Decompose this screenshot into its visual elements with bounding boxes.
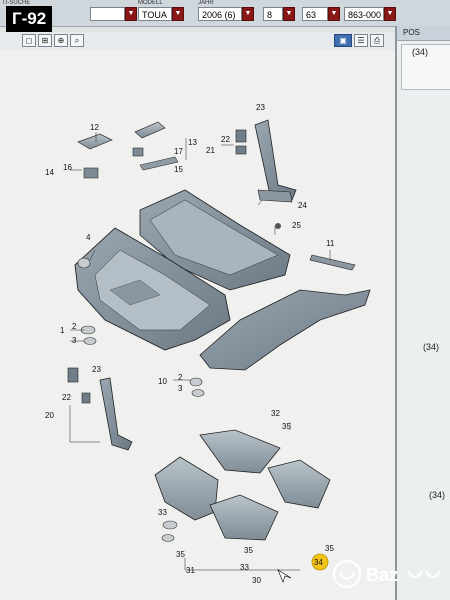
callout-34-highlight[interactable]: 34	[311, 553, 329, 571]
field-4-dropdown-button[interactable]: ▼	[328, 7, 340, 21]
callout-23-a: 23	[256, 103, 265, 112]
callout-20: 20	[45, 411, 54, 420]
listing-badge: Г-92	[6, 6, 53, 32]
callout-31: 31	[186, 566, 195, 575]
callout-2-a: 2	[72, 322, 77, 331]
position-ref-3: (34)	[429, 490, 446, 500]
search-label: TI-SUCHE	[2, 0, 31, 6]
callout-32: 32	[271, 409, 280, 418]
callout-15: 15	[174, 165, 183, 174]
callout-23-b: 23	[92, 365, 101, 374]
pillar-trim-left[interactable]	[67, 367, 133, 451]
field-3-dropdown-button[interactable]: ▼	[283, 7, 295, 21]
zoom-in-icon[interactable]: ⊕	[54, 34, 68, 47]
position-header: POS	[397, 26, 450, 41]
callout-13: 13	[188, 138, 197, 147]
pillar-trim-right[interactable]	[235, 119, 297, 203]
callout-1: 1	[60, 326, 65, 335]
search-field[interactable]	[90, 7, 125, 21]
callout-25: 25	[292, 221, 301, 230]
year-field[interactable]: 2006 (6)	[198, 7, 242, 21]
main-floor-carpet[interactable]	[74, 227, 231, 351]
floor-mats-set[interactable]	[154, 429, 331, 541]
callout-4: 4	[86, 233, 91, 242]
clips	[77, 223, 281, 542]
list-icon[interactable]: ☰	[354, 34, 368, 47]
callout-35-c: 35	[244, 546, 253, 555]
model-label: MODELL	[138, 0, 163, 6]
callout-22-b: 22	[62, 393, 71, 402]
callout-21: 21	[206, 146, 215, 155]
field-5-dropdown-button[interactable]: ▼	[384, 7, 396, 21]
watermark-logo: Baz	[330, 555, 445, 593]
watermark-text: Baz	[366, 565, 398, 585]
callout-35-b: 35	[176, 550, 185, 559]
callout-30: 30	[252, 576, 261, 585]
field-5[interactable]: 863-000	[344, 7, 384, 21]
field-4[interactable]: 63	[302, 7, 328, 21]
year-dropdown-button[interactable]: ▼	[242, 7, 254, 21]
print-icon[interactable]: ⎙	[370, 34, 384, 47]
leader-lines	[69, 132, 331, 571]
callout-10: 10	[158, 377, 167, 386]
callout-22-a: 22	[221, 135, 230, 144]
callout-numbers: 12 16 14 13 17 15 23 22 21 24 25 4 11 1 …	[45, 103, 335, 585]
position-ref-2: (34)	[423, 342, 440, 352]
callout-2-b: 2	[178, 373, 183, 382]
part-12-pad[interactable]	[77, 121, 179, 179]
model-field[interactable]: TOUA	[138, 7, 172, 21]
callout-12: 12	[90, 123, 99, 132]
svg-text:34: 34	[314, 558, 323, 567]
year-label: JAHR	[198, 0, 214, 6]
zoom-icon[interactable]: ⌕	[70, 34, 84, 47]
mouse-cursor-icon	[277, 569, 292, 583]
position-row-1[interactable]: (34)	[401, 44, 450, 90]
callout-33-b: 33	[240, 563, 249, 572]
callout-35-a: 35	[282, 422, 291, 431]
callout-35-d: 35	[325, 544, 334, 553]
callout-33-a: 33	[158, 508, 167, 517]
tool-button-1[interactable]: ◻	[22, 34, 36, 47]
search-bar: TI-SUCHE MODELL JAHR ▼ TOUA ▼ 2006 (6) ▼…	[0, 0, 450, 27]
position-panel: POS (34) (34) (34)	[395, 26, 450, 600]
field-3[interactable]: 8	[263, 7, 283, 21]
position-ref-1: (34)	[412, 47, 429, 57]
parts-diagram: 12 16 14 13 17 15 23 22 21 24 25 4 11 1 …	[0, 50, 395, 600]
view-toggle-button[interactable]: ▣	[334, 34, 352, 47]
callout-11: 11	[326, 239, 335, 248]
callout-24: 24	[298, 201, 307, 210]
model-dropdown-button[interactable]: ▼	[172, 7, 184, 21]
callout-3-b: 3	[178, 384, 183, 393]
callout-17: 17	[174, 147, 183, 156]
tool-button-2[interactable]: ⊞	[38, 34, 52, 47]
toolbar: ◻ ⊞ ⊕ ⌕ ▣ ☰ ⎙	[0, 32, 395, 51]
callout-14: 14	[45, 168, 54, 177]
bazar-logo-icon: Baz	[333, 560, 441, 588]
search-dropdown-button[interactable]: ▼	[125, 7, 137, 21]
center-tunnel-mat[interactable]	[199, 254, 371, 371]
floor-parts-illustration: 12 16 14 13 17 15 23 22 21 24 25 4 11 1 …	[45, 103, 371, 585]
callout-16: 16	[63, 163, 72, 172]
callout-3-a: 3	[72, 336, 77, 345]
